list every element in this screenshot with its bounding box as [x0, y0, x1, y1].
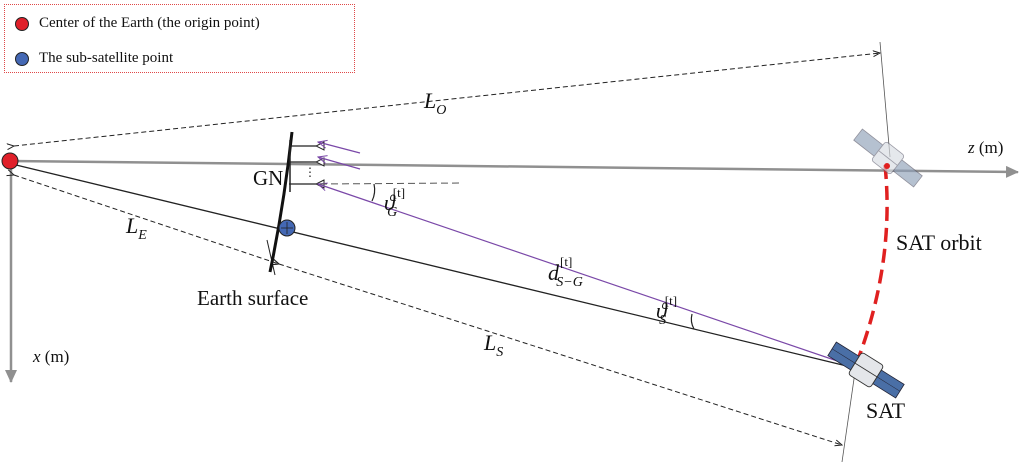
ls-dimension-line	[279, 264, 842, 445]
gn-label: GN	[253, 166, 283, 190]
z-axis-label: z (m)	[967, 138, 1003, 157]
theta-s-label: ϑ[t]S	[656, 293, 677, 328]
sat-orbit	[855, 164, 889, 363]
theta-s-arc	[690, 313, 695, 330]
signal-line-1	[318, 142, 361, 154]
ls-label: LS	[483, 330, 503, 360]
x-axis-label: x (m)	[32, 347, 69, 366]
signal-line-main	[318, 184, 853, 367]
legend-origin-label: Center of the Earth (the origin point)	[39, 15, 260, 31]
lo-label: LO	[423, 88, 446, 118]
surface-tick	[266, 239, 276, 276]
sat-label: SAT	[866, 398, 906, 423]
earth-surface-arc	[268, 131, 294, 273]
le-dimension-line	[14, 175, 279, 264]
theta-g-label: ϑ[t]G	[384, 185, 405, 220]
satellite-icon	[827, 341, 905, 399]
sat-orbit-label: SAT orbit	[896, 230, 982, 255]
z-axis	[9, 159, 1019, 178]
le-label: LE	[125, 213, 147, 243]
legend-item-origin: Center of the Earth (the origin point)	[15, 15, 260, 32]
lo-dimension-line	[14, 53, 880, 146]
lo-extension-line	[879, 41, 891, 158]
earth-to-sat-line	[11, 163, 856, 369]
distance-label: d[t]S−G	[548, 254, 583, 290]
red-dot-icon	[15, 16, 29, 31]
orbit-sat-dot	[884, 163, 890, 169]
satellite-icon-orbit	[853, 128, 923, 188]
gn-dots: ⋮	[304, 165, 316, 179]
ls-extension-line	[841, 371, 856, 463]
signal-line-2	[318, 157, 361, 170]
theta-g-reference	[319, 182, 463, 185]
earth-surface-label: Earth surface	[197, 286, 308, 310]
theta-g-arc	[371, 183, 376, 202]
origin-point	[1, 152, 19, 170]
